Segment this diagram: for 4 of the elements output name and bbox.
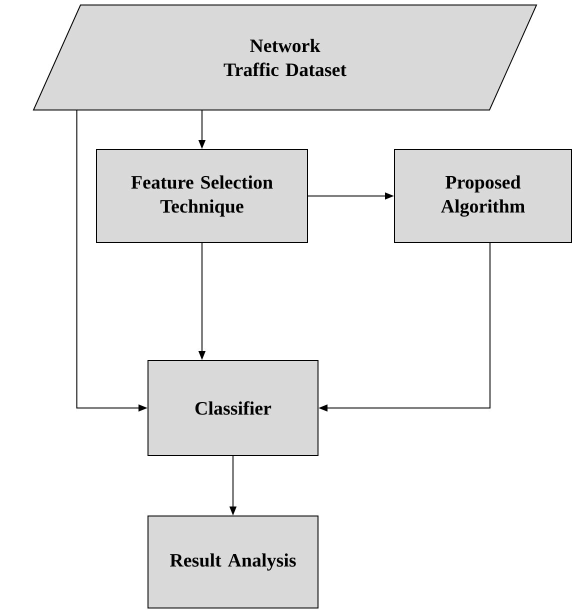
process-box: Result Analysis [148, 516, 318, 608]
process-box: Proposed Algorithm [394, 149, 572, 243]
process-box: Feature Selection Technique [96, 149, 308, 243]
process-box: Classifier [148, 360, 318, 456]
